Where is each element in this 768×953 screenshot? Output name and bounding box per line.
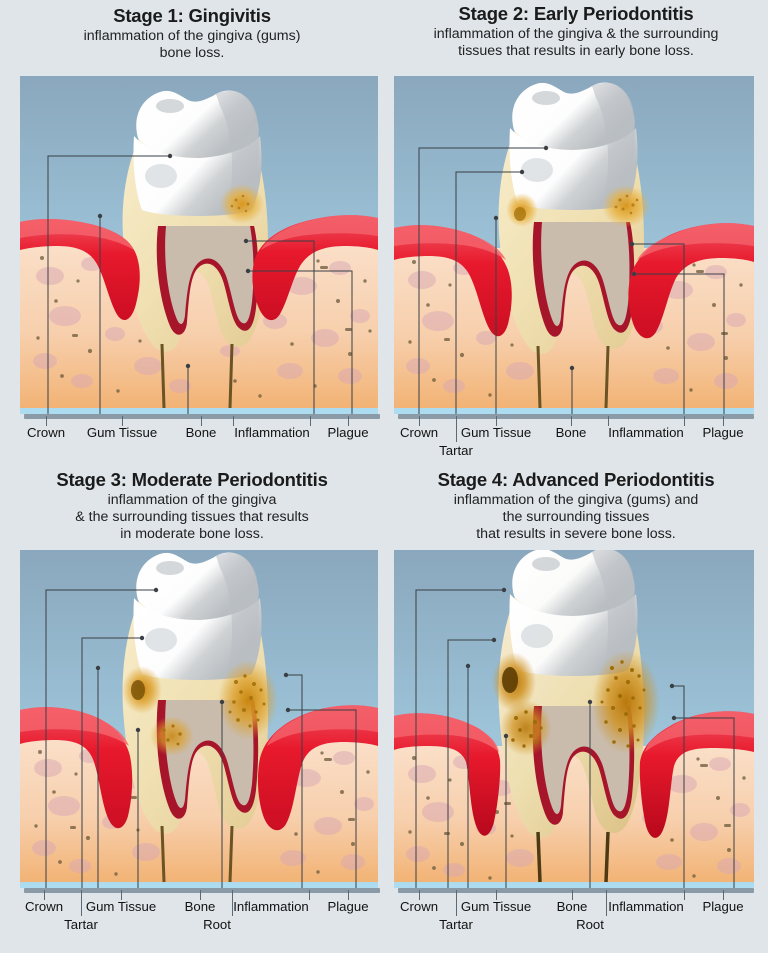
stage-subtitle-3-line-2: & the surrounding tissues that results: [75, 508, 309, 525]
axis-tick: [419, 890, 420, 900]
axis-tick: [608, 416, 609, 426]
panel-shadow-2: [398, 414, 754, 419]
axis-label-1-4: Plague: [327, 425, 369, 440]
axis-tick: [81, 890, 82, 916]
axis-label-1-1: Gum Tissue: [86, 425, 158, 440]
illustration-stage-2: [394, 76, 754, 420]
axis-tick: [348, 416, 349, 426]
stage-subtitle-2-line-1: inflammation of the gingiva & the surrou…: [433, 25, 719, 42]
axis-label-2-tartar: Tartar: [439, 443, 473, 458]
panel-title-block-4: Stage 4: Advanced Periodontitis inflamma…: [384, 469, 768, 542]
stage-subtitle-4-line-1: inflammation of the gingiva (gums) and: [453, 491, 699, 508]
axis-label-2-1: Gum Tissue: [460, 425, 532, 440]
axis-tick: [723, 890, 724, 900]
axis-tick: [496, 416, 497, 426]
axis-label-2-4: Plague: [702, 425, 744, 440]
axis-labels-1: Crown Gum Tissue Bone Inflammation Plagu…: [0, 416, 384, 460]
axis-tick: [571, 416, 572, 426]
panel-stage-4: Stage 4: Advanced Periodontitis inflamma…: [384, 466, 768, 953]
axis-label-4-root: Root: [576, 917, 604, 932]
axis-tick: [121, 890, 122, 900]
axis-label-2-2: Bone: [555, 425, 587, 440]
axis-label-3-3: Inflammation: [233, 899, 309, 914]
axis-label-1-0: Crown: [26, 425, 66, 440]
panel-shadow-1: [24, 414, 380, 419]
panel-stage-1: Stage 1: Gingivitis inflammation of the …: [0, 0, 384, 460]
axis-tick: [46, 416, 47, 426]
panel-title-block-1: Stage 1: Gingivitis inflammation of the …: [0, 5, 384, 62]
panel-stage-2: Stage 2: Early Periodontitis inflammatio…: [384, 0, 768, 470]
panel-shadow-4: [398, 888, 754, 893]
axis-labels-2: Crown Gum Tissue Bone Inflammation Plagu…: [384, 416, 768, 470]
axis-tick: [232, 890, 233, 916]
axis-label-4-0: Crown: [399, 899, 439, 914]
stage-subtitle-4-line-3: that results in severe bone loss.: [476, 525, 676, 542]
stage-title-3: Stage 3: Moderate Periodontitis: [56, 469, 328, 490]
axis-label-3-tartar: Tartar: [64, 917, 98, 932]
axis-label-2-0: Crown: [399, 425, 439, 440]
axis-label-3-1: Gum Tissue: [85, 899, 157, 914]
axis-tick: [456, 416, 457, 442]
stage-subtitle-3-line-1: inflammation of the gingiva: [107, 491, 277, 508]
axis-tick: [684, 890, 685, 900]
axis-tick: [233, 416, 234, 426]
panel-shadow-3: [24, 888, 380, 893]
panel-stage-3: Stage 3: Moderate Periodontitis inflamma…: [0, 466, 384, 953]
stage-subtitle-3-line-3: in moderate bone loss.: [120, 525, 264, 542]
axis-tick: [572, 890, 573, 900]
axis-label-4-tartar: Tartar: [439, 917, 473, 932]
stage-subtitle-4-line-2: the surrounding tissues: [502, 508, 650, 525]
axis-labels-3: Crown Gum Tissue Bone Inflammation Plagu…: [0, 890, 384, 948]
stage-subtitle-2-line-2: tissues that results in early bone loss.: [458, 42, 694, 59]
axis-label-3-root: Root: [203, 917, 231, 932]
axis-tick: [496, 890, 497, 900]
panel-title-block-3: Stage 3: Moderate Periodontitis inflamma…: [0, 469, 384, 542]
axis-tick: [606, 890, 607, 916]
axis-label-3-2: Bone: [184, 899, 216, 914]
axis-tick: [419, 416, 420, 426]
tooth-cross-section-2: [394, 76, 754, 414]
axis-label-3-4: Plague: [327, 899, 369, 914]
axis-tick: [200, 890, 201, 900]
axis-label-2-3: Inflammation: [608, 425, 684, 440]
axis-label-3-0: Crown: [24, 899, 64, 914]
stage-title-2: Stage 2: Early Periodontitis: [458, 3, 694, 24]
illustration-stage-1: [20, 76, 380, 420]
axis-label-1-2: Bone: [185, 425, 217, 440]
tooth-cross-section-1: [20, 76, 378, 414]
panel-title-block-2: Stage 2: Early Periodontitis inflammatio…: [384, 3, 768, 60]
stage-subtitle-1-line-2: bone loss.: [159, 44, 225, 61]
tooth-cross-section-4: [394, 550, 754, 888]
stage-title-1: Stage 1: Gingivitis: [113, 5, 271, 26]
stage-title-4: Stage 4: Advanced Periodontitis: [437, 469, 715, 490]
axis-label-4-4: Plague: [702, 899, 744, 914]
axis-label-4-1: Gum Tissue: [460, 899, 532, 914]
axis-tick: [201, 416, 202, 426]
axis-tick: [309, 890, 310, 900]
axis-label-1-3: Inflammation: [234, 425, 310, 440]
axis-tick: [122, 416, 123, 426]
illustration-stage-4: [394, 550, 754, 894]
axis-label-4-2: Bone: [556, 899, 588, 914]
axis-label-4-3: Inflammation: [608, 899, 684, 914]
axis-tick: [310, 416, 311, 426]
axis-tick: [684, 416, 685, 426]
tooth-cross-section-3: [20, 550, 378, 888]
illustration-stage-3: [20, 550, 380, 894]
axis-tick: [348, 890, 349, 900]
axis-tick: [456, 890, 457, 916]
axis-tick: [723, 416, 724, 426]
axis-labels-4: Crown Gum Tissue Bone Inflammation Plagu…: [384, 890, 768, 948]
stage-subtitle-1-line-1: inflammation of the gingiva (gums): [83, 27, 301, 44]
axis-tick: [44, 890, 45, 900]
